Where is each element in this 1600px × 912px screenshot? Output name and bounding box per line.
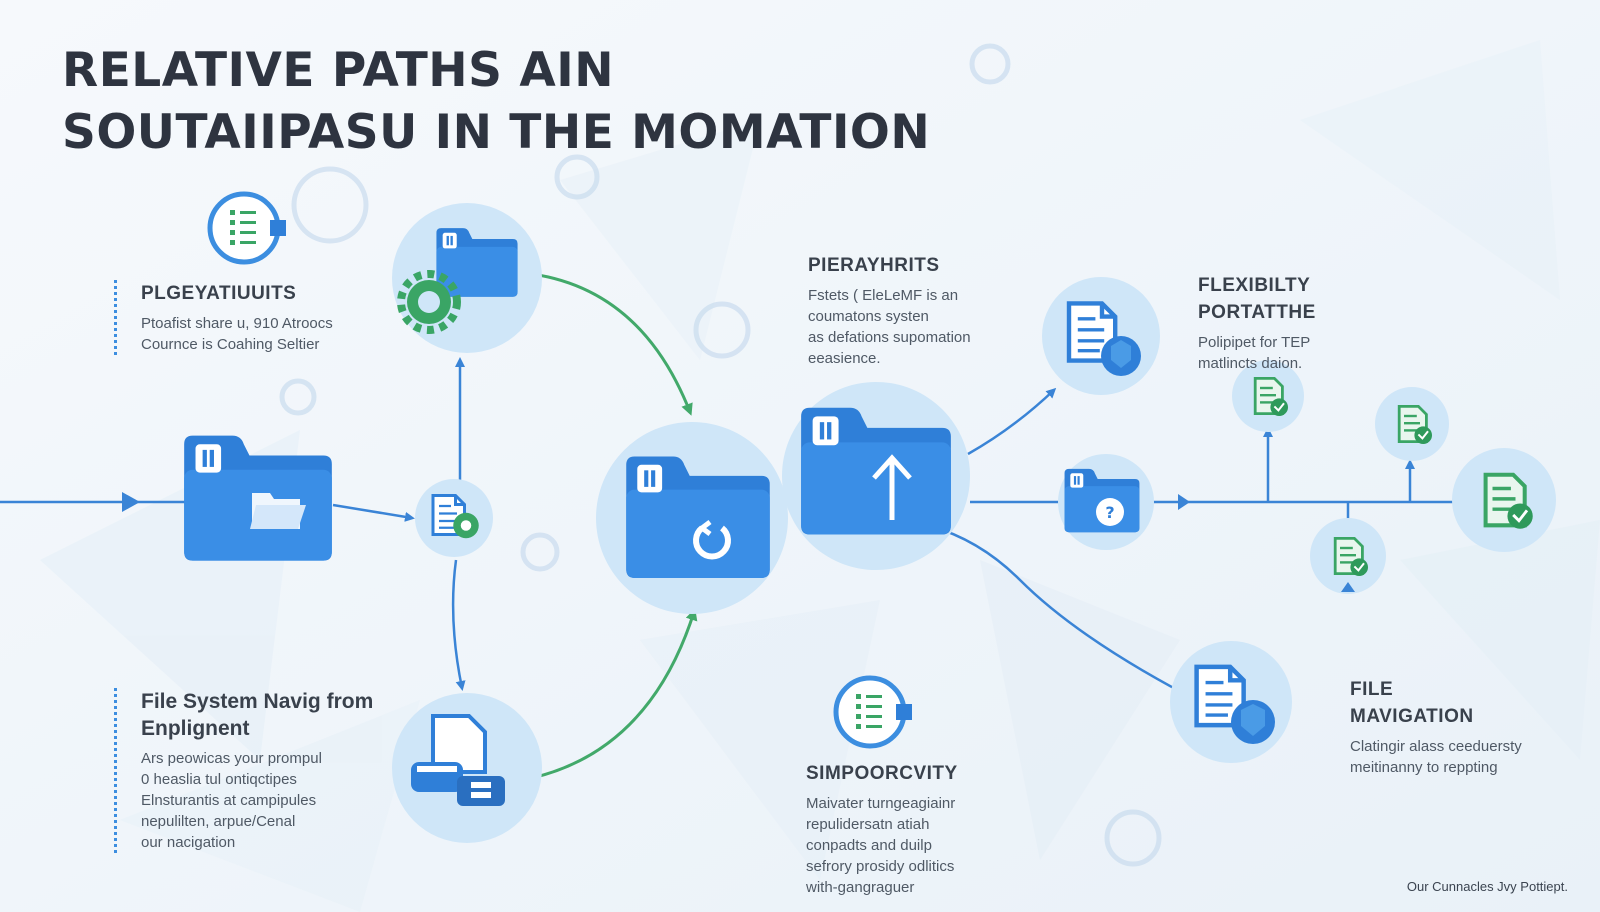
block-body: Fstets ( EleLeMF is an coumatons systen … bbox=[808, 285, 971, 369]
body-line: Polipipet for TEP bbox=[1198, 334, 1311, 351]
heading-line: File System Navig from bbox=[141, 690, 374, 713]
text-block-pierayhrits: PIERAYHRITS Fstets ( EleLeMF is an couma… bbox=[808, 252, 971, 369]
node-printer-bottom bbox=[392, 693, 542, 843]
gear-icon bbox=[397, 270, 461, 334]
heading-line: FLEXIBILTY bbox=[1198, 275, 1311, 296]
text-block-flexibility: FLEXIBILTY PORTATTHE Polipipet for TEP m… bbox=[1198, 272, 1316, 374]
title-line-1: RELATIVE PATHS AIN bbox=[62, 43, 615, 98]
list-icon bbox=[836, 678, 912, 746]
text-block-file-navigation: FILE MAVIGATION Clatingir alass ceeduers… bbox=[1350, 676, 1522, 778]
body-line: Clatingir alass ceeduersty bbox=[1350, 738, 1522, 755]
node-folder-upload bbox=[782, 382, 970, 570]
block-heading: File System Navig from Enplignent bbox=[141, 688, 373, 742]
heading-line: PLGEYATIUUITS bbox=[141, 283, 297, 304]
refresh-icon bbox=[693, 520, 731, 560]
svg-text:?: ? bbox=[1105, 503, 1114, 522]
main-path-arrowhead-right bbox=[1178, 494, 1190, 510]
node-green-doc-large bbox=[1452, 448, 1556, 552]
heading-line: FILE bbox=[1350, 679, 1394, 700]
background-gears bbox=[279, 43, 1162, 867]
block-heading: FILE MAVIGATION bbox=[1350, 676, 1522, 730]
heading-line: PORTATTHE bbox=[1198, 302, 1316, 323]
block-body: Clatingir alass ceeduersty meitinanny to… bbox=[1350, 736, 1522, 778]
text-block-pigeyatiuits: PLGEYATIUUITS Ptoafist share u, 910 Atro… bbox=[114, 280, 333, 355]
connector-to-top-doc bbox=[967, 387, 1057, 456]
open-folder-icon bbox=[250, 493, 306, 529]
main-path-arrowhead bbox=[122, 492, 140, 512]
block-heading: PLGEYATIUUITS bbox=[141, 280, 333, 307]
footer-credit: Our Cunnacles Jvy Pottiept. bbox=[1406, 879, 1568, 894]
node-green-doc-3 bbox=[1310, 518, 1386, 594]
body-line: eeasience. bbox=[808, 350, 881, 367]
block-heading: FLEXIBILTY PORTATTHE bbox=[1198, 272, 1316, 326]
body-line: Fstets ( EleLeMF is an bbox=[808, 287, 959, 304]
body-line: matlincts daion. bbox=[1198, 355, 1303, 372]
block-body: Polipipet for TEP matlincts daion. bbox=[1198, 332, 1316, 374]
document-shield-icon bbox=[1197, 667, 1275, 744]
node-doc-top-right bbox=[1042, 277, 1160, 395]
document-shield-icon bbox=[1069, 303, 1141, 376]
body-line: Ars peowicas your prompul bbox=[141, 750, 322, 767]
block-body: Maivater turngeagiainr repulidersatn ati… bbox=[806, 793, 958, 898]
page-title: RELATIVE PATHS AIN SOUTAIIPASU IN THE MO… bbox=[62, 40, 930, 164]
title-line-2: SOUTAIIPASU IN THE MOMATION bbox=[62, 105, 931, 160]
body-line: our nacigation bbox=[141, 834, 236, 851]
connector-bottom-doc-to-folder bbox=[927, 523, 1201, 704]
heading-line: PIERAYHRITS bbox=[808, 255, 940, 276]
node-green-doc-1 bbox=[1232, 360, 1304, 432]
background-polygons bbox=[40, 40, 1600, 912]
body-line: Maivater turngeagiainr bbox=[806, 795, 956, 812]
list-icon bbox=[210, 194, 286, 262]
node-folder-top bbox=[392, 203, 542, 353]
text-block-file-system: File System Navig from Enplignent Ars pe… bbox=[114, 688, 373, 853]
body-line: as defations supomation bbox=[808, 329, 971, 346]
node-folder-left bbox=[184, 435, 332, 561]
block-body: Ars peowicas your prompul 0 heaslia tul … bbox=[141, 748, 373, 853]
connector-folder-to-hub bbox=[332, 503, 415, 522]
document-gear-icon bbox=[431, 494, 479, 539]
body-line: coumatons systen bbox=[808, 308, 929, 325]
body-line: conpadts and duilp bbox=[806, 837, 932, 854]
body-line: meitinanny to reppting bbox=[1350, 759, 1498, 776]
node-list-top bbox=[210, 194, 286, 262]
body-line: 0 heaslia tul ontiqctipes bbox=[141, 771, 297, 788]
connectors bbox=[0, 272, 1454, 780]
connector-hub-down bbox=[451, 559, 466, 691]
text-block-simporcvity: SIMPOORCVITY Maivater turngeagiainr repu… bbox=[806, 760, 958, 898]
body-line: with-gangraguer bbox=[806, 879, 915, 896]
body-line: Ptoafist share u, 910 Atroocs bbox=[141, 315, 333, 332]
node-green-doc-2 bbox=[1375, 387, 1449, 461]
heading-line: MAVIGATION bbox=[1350, 706, 1474, 727]
body-line: repulidersatn atiah bbox=[806, 816, 930, 833]
arrow-up-icon bbox=[872, 454, 912, 520]
node-hub bbox=[415, 479, 493, 557]
printer-icon bbox=[411, 714, 505, 806]
heading-line: Enplignent bbox=[141, 717, 250, 740]
body-line: sefrory prosidy odlitics bbox=[806, 858, 955, 875]
body-line: Elnsturantis at campipules bbox=[141, 792, 317, 809]
question-icon: ? bbox=[1096, 498, 1124, 526]
heading-line: SIMPOORCVITY bbox=[806, 763, 958, 784]
body-line: nepulilten, arpue/Cenal bbox=[141, 813, 296, 830]
block-body: Ptoafist share u, 910 Atroocs Cournce is… bbox=[141, 313, 333, 355]
body-line: Cournce is Coahing Seltier bbox=[141, 336, 320, 353]
node-folder-center bbox=[596, 422, 788, 614]
node-doc-bottom-right bbox=[1170, 641, 1292, 763]
block-heading: SIMPOORCVITY bbox=[806, 760, 958, 787]
connector-bottom-to-center bbox=[531, 608, 698, 780]
node-list-bottom bbox=[836, 678, 912, 746]
block-heading: PIERAYHRITS bbox=[808, 252, 971, 279]
node-folder-question: ? bbox=[1058, 454, 1154, 550]
connector-top-to-center bbox=[531, 272, 693, 416]
